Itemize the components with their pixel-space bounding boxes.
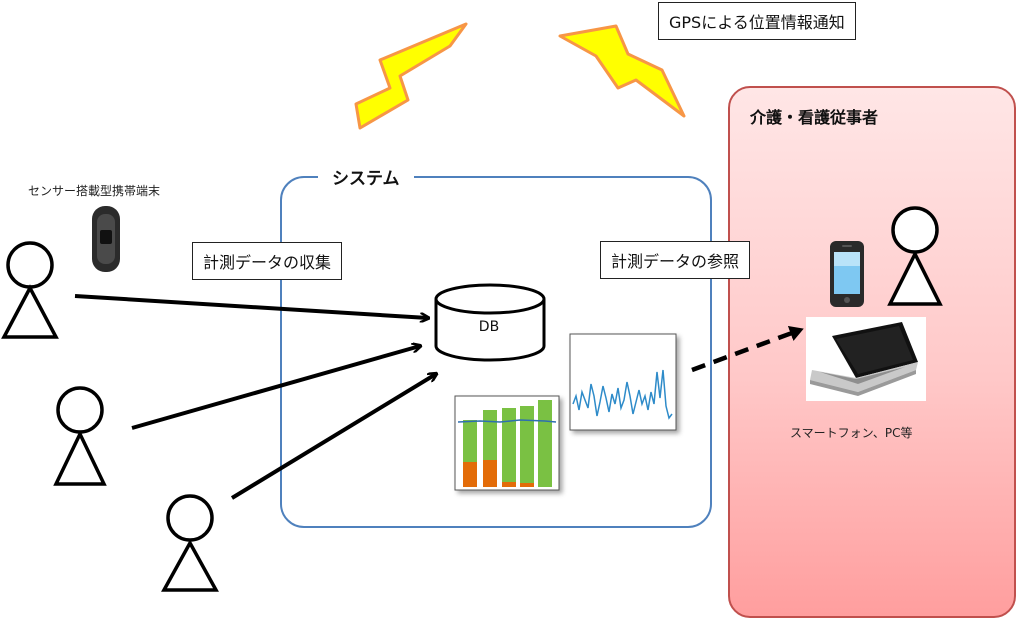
- lightning-icon: [558, 24, 686, 118]
- db-label: DB: [478, 319, 500, 335]
- reference-data-label: 計測データの参照: [600, 241, 751, 279]
- person-icon: [1, 241, 59, 339]
- system-title: システム: [318, 164, 414, 189]
- line-chart-thumbnail: [569, 333, 677, 431]
- person-icon: [887, 206, 943, 306]
- collect-arrow: [131, 346, 420, 430]
- devices-caption: スマートフォン、PC等: [790, 426, 913, 440]
- person-icon: [161, 494, 219, 592]
- collect-arrow: [74, 294, 428, 318]
- person-icon: [53, 386, 107, 486]
- database-icon: [434, 283, 546, 362]
- sensor-device-caption: センサー搭載型携帯端末: [28, 184, 161, 198]
- wristband-icon: [92, 206, 120, 272]
- system-area: [280, 176, 712, 528]
- laptop-icon: [806, 317, 926, 401]
- smartphone-icon: [830, 241, 864, 307]
- collect-arrow: [230, 374, 436, 500]
- caregiver-title: 介護・看護従事者: [750, 108, 879, 127]
- collect-data-label: 計測データの収集: [192, 242, 343, 280]
- reference-arrow: [691, 325, 804, 373]
- gps-notification-label: GPSによる位置情報通知: [658, 2, 856, 40]
- bar-chart-thumbnail: [454, 395, 560, 491]
- lightning-icon: [354, 22, 468, 130]
